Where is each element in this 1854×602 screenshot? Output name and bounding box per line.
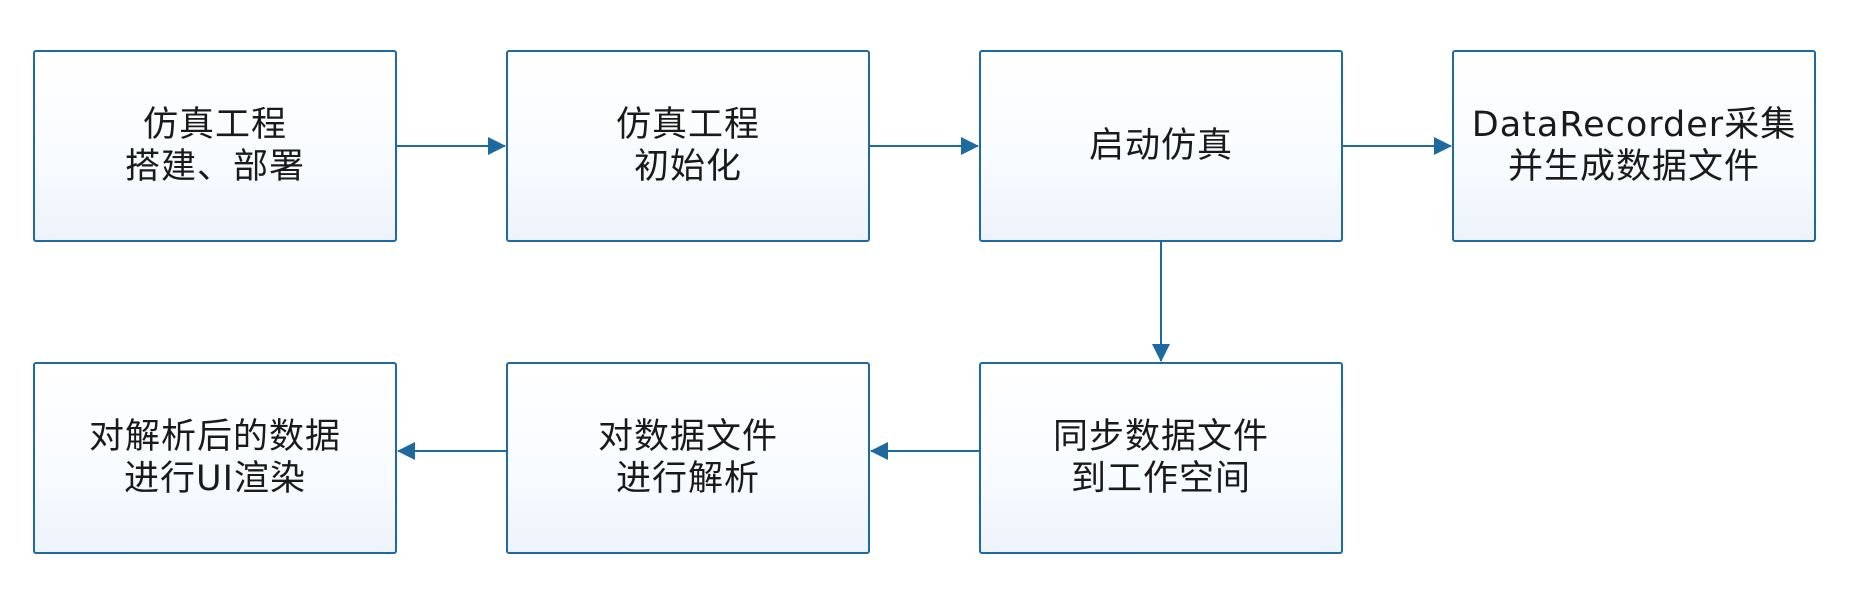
node-datarecorder: DataRecorder采集 并生成数据文件: [1452, 50, 1816, 242]
node-label-line1: 启动仿真: [1088, 126, 1233, 166]
node-parse-files: 对数据文件 进行解析: [506, 362, 870, 554]
node-label-line2: 搭建、部署: [124, 147, 305, 187]
node-label-line1: 对解析后的数据: [88, 417, 341, 457]
node-label-line1: 仿真工程: [615, 105, 760, 145]
node-label-line1: 对数据文件: [597, 417, 778, 457]
node-label-line2: 初始化: [633, 147, 742, 187]
node-project-setup: 仿真工程 搭建、部署: [33, 50, 397, 242]
node-label-line1: 仿真工程: [142, 105, 287, 145]
node-label-line2: 到工作空间: [1070, 459, 1251, 499]
node-label-line1: 同步数据文件: [1052, 417, 1269, 457]
node-render-ui: 对解析后的数据 进行UI渲染: [33, 362, 397, 554]
node-sync-files: 同步数据文件 到工作空间: [979, 362, 1343, 554]
node-label-line2: 进行解析: [615, 459, 760, 499]
node-label-line2: 并生成数据文件: [1507, 147, 1760, 187]
node-start-simulation: 启动仿真: [979, 50, 1343, 242]
node-label-line1: DataRecorder采集: [1471, 105, 1797, 145]
node-project-init: 仿真工程 初始化: [506, 50, 870, 242]
node-label-line2: 进行UI渲染: [124, 459, 306, 499]
